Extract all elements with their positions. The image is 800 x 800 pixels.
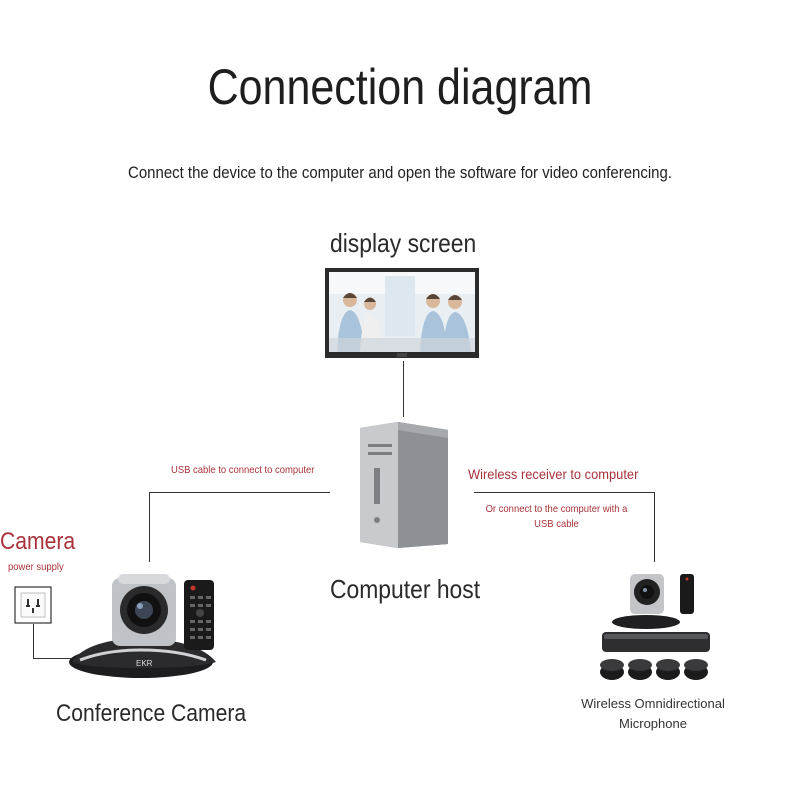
mic-cable-vertical <box>654 492 655 562</box>
computer-host-label: Computer host <box>330 574 481 604</box>
camera-heading: Camera <box>0 528 76 555</box>
mic-cable-horizontal <box>474 492 655 493</box>
microphone-label-line1: Wireless Omnidirectional <box>581 696 725 711</box>
page-subtitle: Connect the device to the computer and o… <box>128 163 672 182</box>
camera-usb-cable-vertical <box>149 492 150 562</box>
microphone-label-line2: Microphone <box>619 716 687 731</box>
screen-host-cable <box>403 361 404 417</box>
power-cable-horizontal <box>33 658 71 659</box>
microphone-kit-image <box>596 570 716 682</box>
display-screen-image <box>325 268 479 360</box>
page-title: Connection diagram <box>207 59 593 115</box>
conference-camera-label: Conference Camera <box>56 700 247 727</box>
display-screen-label: display screen <box>330 228 477 258</box>
computer-host-image <box>358 420 450 550</box>
wireless-receiver-label: Wireless receiver to computer <box>468 466 639 482</box>
svg-text:EKR: EKR <box>136 659 153 668</box>
usb-cable-label: USB cable to connect to computer <box>171 464 315 476</box>
microphone-label: Wireless Omnidirectional Microphone <box>560 694 746 734</box>
power-cable-vertical <box>33 624 34 658</box>
camera-usb-cable-horizontal <box>149 492 330 493</box>
conference-camera-image: EKR <box>66 570 226 680</box>
usb-alternative-label: Or connect to the computer with a USB ca… <box>485 503 628 530</box>
power-supply-label: power supply <box>8 561 64 573</box>
power-socket-icon <box>14 586 52 624</box>
